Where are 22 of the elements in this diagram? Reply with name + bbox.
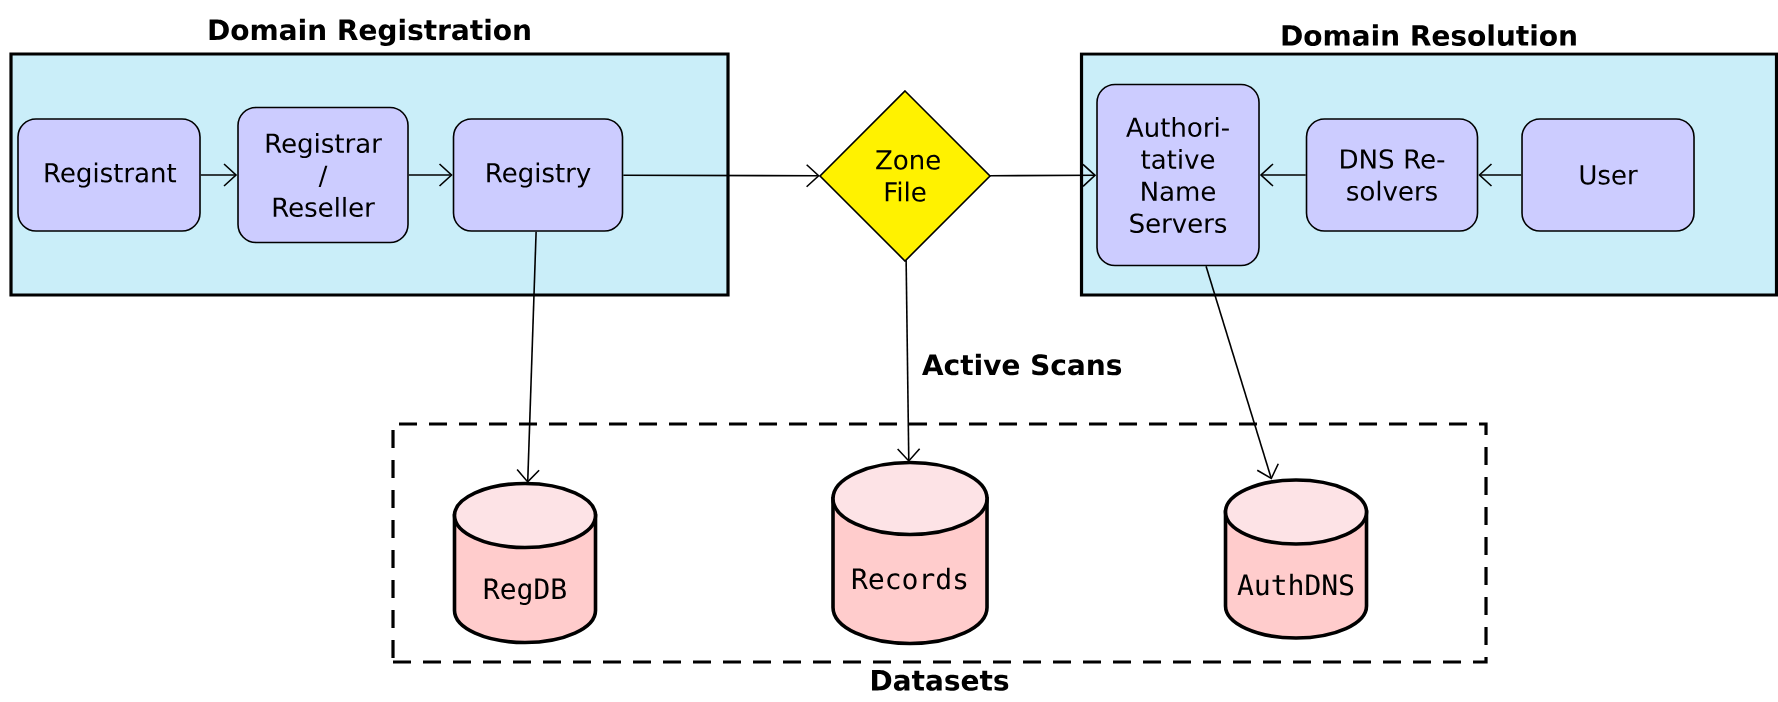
- arrow: [622, 163, 820, 188]
- database-cylinder: AuthDNS: [1223, 478, 1369, 640]
- node-label: Domain Registration: [209, 18, 530, 47]
- arrow: [896, 259, 921, 463]
- arrow: [1205, 265, 1280, 480]
- process-box: Registry: [452, 118, 624, 232]
- arrow: [989, 163, 1097, 188]
- process-box: User: [1521, 118, 1695, 232]
- arrow: [1478, 163, 1522, 187]
- process-box: Authori- tative Name Servers: [1096, 83, 1260, 267]
- arrow: [516, 231, 540, 484]
- node-label: Datasets: [872, 670, 1009, 691]
- arrow: [408, 163, 453, 187]
- edge-label: Active Scans: [919, 351, 1125, 378]
- database-cylinder: Records: [831, 460, 989, 646]
- database-cylinder: RegDB: [452, 481, 598, 645]
- process-box: Registrant: [17, 118, 201, 232]
- arrow: [1259, 163, 1307, 187]
- arrow: [200, 163, 238, 187]
- process-box: DNS Re- solvers: [1305, 118, 1479, 232]
- node-label: Domain Resolution: [1282, 24, 1576, 47]
- process-box: Registrar / Reseller: [237, 106, 409, 244]
